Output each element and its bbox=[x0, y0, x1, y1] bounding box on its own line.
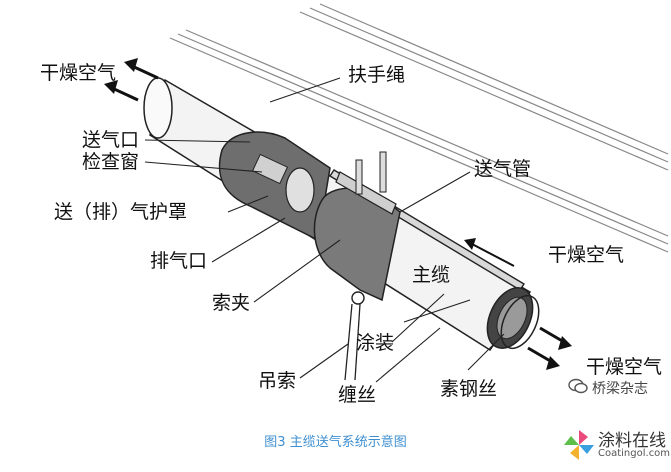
hanger-rope bbox=[344, 303, 361, 381]
brand-name-en: Coatingol.com bbox=[598, 448, 671, 459]
brand-name-cn: 涂料在线 bbox=[598, 431, 666, 451]
label-dry-air-right: 干燥空气 bbox=[548, 244, 625, 266]
label-handrope: 扶手绳 bbox=[348, 64, 406, 86]
label-air-supply-pipe: 送气管 bbox=[474, 158, 532, 180]
cable-end-strands bbox=[486, 287, 540, 350]
wechat-icon bbox=[568, 378, 588, 398]
label-cable-clamp: 索夹 bbox=[212, 292, 251, 314]
leader-lines bbox=[144, 77, 505, 383]
flow-arrows bbox=[104, 58, 572, 370]
brand-logo: 涂料在线 Coatingol.com bbox=[562, 426, 671, 466]
figure-caption: 图3 主缆送气系统示意图 bbox=[264, 435, 407, 450]
handrope-lines bbox=[169, 3, 669, 253]
label-wrapping-wire: 缠丝 bbox=[338, 384, 377, 406]
label-dry-air-left: 干燥空气 bbox=[40, 62, 117, 84]
label-main-cable: 主缆 bbox=[412, 264, 451, 286]
pinwheel-logo-icon bbox=[564, 430, 594, 460]
label-air-guard-cover: 送（排）气护罩 bbox=[54, 201, 188, 223]
label-air-outlet: 排气口 bbox=[150, 250, 208, 272]
watermark-text: 桥梁杂志 bbox=[592, 381, 648, 397]
watermark: 桥梁杂志 bbox=[568, 378, 648, 398]
label-inspection-window: 检查窗 bbox=[82, 151, 140, 173]
cable-clamp bbox=[313, 151, 401, 305]
label-air-inlet: 送气口 bbox=[82, 129, 140, 151]
label-hanger: 吊索 bbox=[258, 370, 297, 392]
label-coating: 涂装 bbox=[356, 332, 395, 354]
label-dry-air-bottom: 干燥空气 bbox=[586, 356, 663, 378]
label-steel-wire: 素钢丝 bbox=[440, 378, 498, 400]
